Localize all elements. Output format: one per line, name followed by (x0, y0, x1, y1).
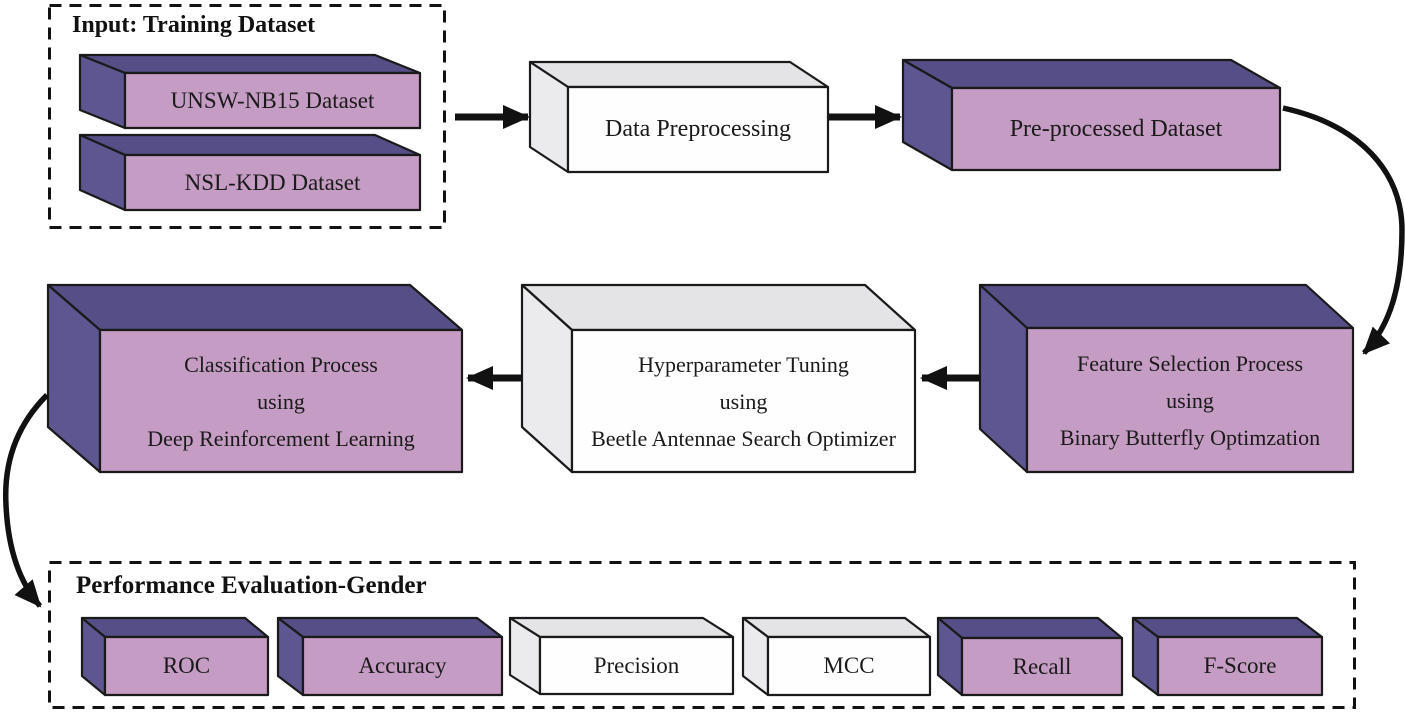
classification-label: Classification Process using Deep Reinfo… (147, 351, 415, 451)
nsl-top-face (78, 133, 422, 157)
recall-box3d (936, 616, 1124, 697)
classification-box3d (46, 283, 464, 474)
feature-top-face (978, 283, 1355, 330)
roc-box3d (80, 616, 270, 697)
precision-label: Precision (593, 652, 680, 678)
input-group-border (48, 4, 446, 229)
nsl-dataset-box3d (78, 133, 422, 212)
preprocessed-front-face (950, 86, 1282, 172)
preprocessing-top-face (528, 60, 830, 89)
nsl-dataset-label: NSL-KDD Dataset (184, 169, 361, 195)
accuracy-top-face (276, 616, 504, 639)
classification-top-face (46, 283, 464, 332)
unsw-dataset-box3d (78, 53, 422, 130)
nsl-front-face (123, 153, 422, 212)
roc-top-face (80, 616, 270, 639)
mcc-front-face (766, 635, 932, 697)
preprocessing-front-face (566, 85, 830, 174)
mcc-top-face (741, 616, 932, 639)
hyperparameter-top-face (520, 283, 917, 332)
recall-front-face (960, 636, 1124, 697)
performance-group-border (48, 561, 1356, 709)
fscore-box3d (1131, 616, 1324, 697)
mcc-label: MCC (823, 653, 875, 679)
data-preprocessing-label: Data Preprocessing (605, 116, 791, 143)
arrow-classification-to-performance (2, 393, 49, 608)
hyperparameter-front-face (570, 328, 917, 474)
preprocessed-dataset-box3d (901, 58, 1282, 172)
unsw-dataset-label: UNSW-NB15 Dataset (170, 87, 375, 113)
precision-box3d (508, 616, 735, 696)
input-group-title: Input: Training Dataset (72, 12, 316, 38)
performance-group-title: Performance Evaluation-Gender (76, 572, 427, 599)
precision-front-face (538, 635, 735, 696)
roc-label: ROC (162, 653, 211, 679)
recall-top-face (936, 616, 1124, 640)
feature-selection-label: Feature Selection Process using Binary B… (1059, 350, 1321, 450)
roc-front-face (103, 635, 270, 697)
fscore-label: F-Score (1203, 653, 1277, 679)
accuracy-box3d (276, 616, 504, 697)
hyperparameter-tuning-label: Hyperparameter Tuning using Beetle Anten… (591, 351, 896, 451)
fscore-top-face (1131, 616, 1324, 639)
precision-top-face (508, 616, 735, 639)
unsw-top-face (78, 53, 422, 75)
mcc-box3d (741, 616, 932, 697)
hyperparameter-tuning-box3d (520, 283, 917, 474)
unsw-front-face (123, 71, 422, 130)
classification-front-face (98, 328, 464, 474)
feature-front-face (1025, 326, 1355, 474)
data-preprocessing-box3d (528, 60, 830, 174)
fscore-front-face (1156, 635, 1324, 697)
recall-label: Recall (1012, 653, 1072, 679)
preprocessed-top-face (901, 58, 1282, 90)
preprocessed-dataset-label: Pre-processed Dataset (1009, 115, 1223, 142)
arrow-preprocessed-to-feature-selection (1282, 105, 1405, 355)
accuracy-front-face (301, 635, 504, 697)
accuracy-label: Accuracy (358, 653, 447, 679)
feature-selection-box3d (978, 283, 1355, 474)
